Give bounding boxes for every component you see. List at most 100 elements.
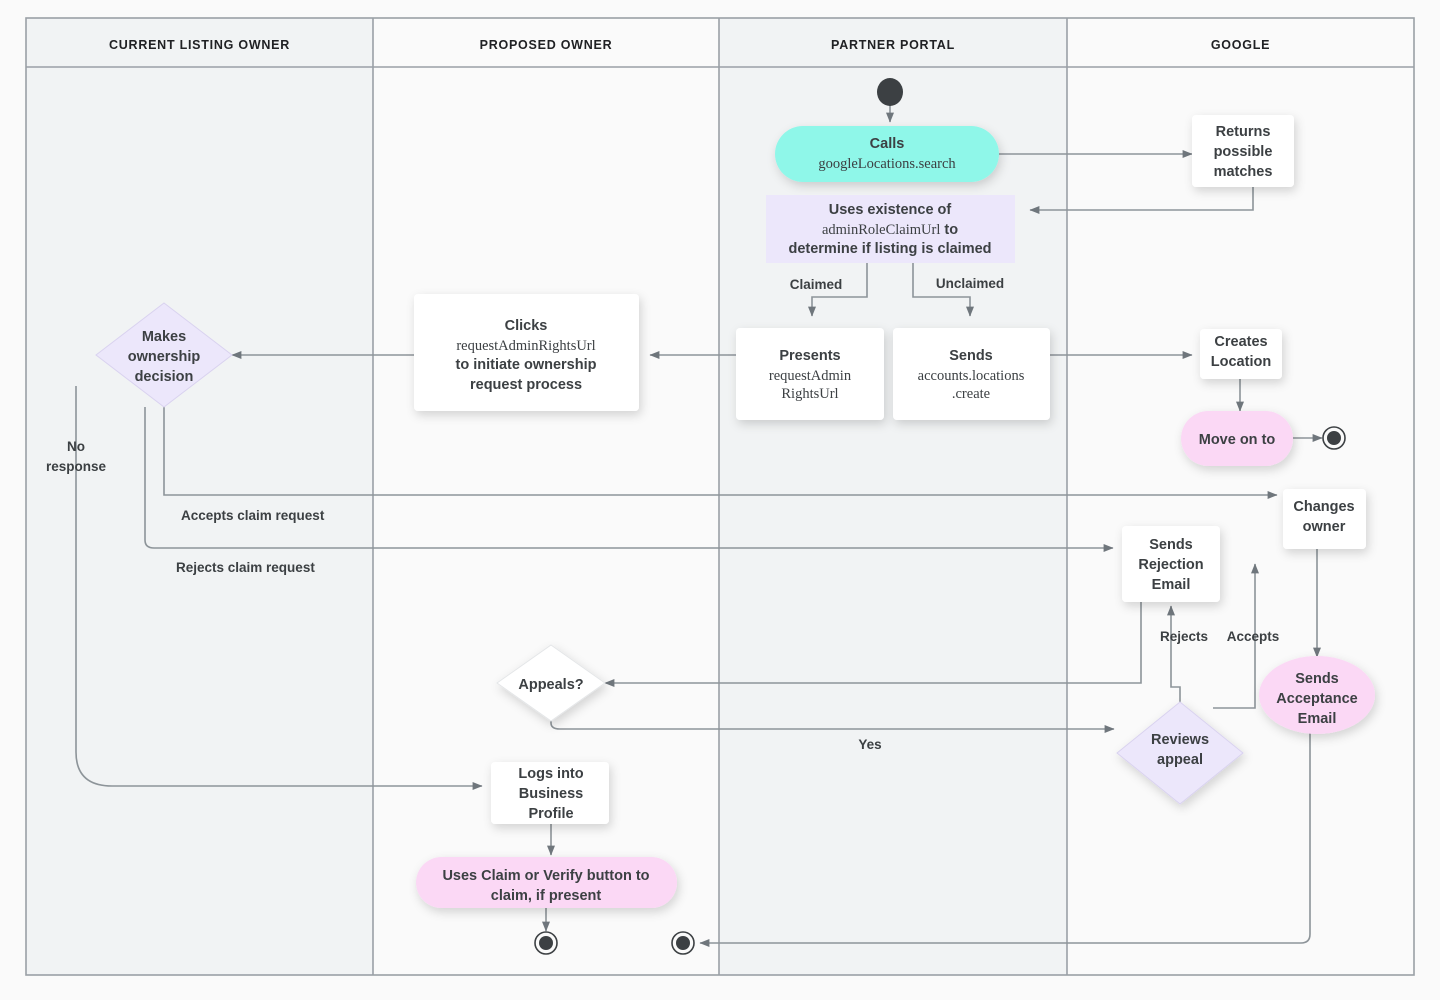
lane-title-current-listing-owner: CURRENT LISTING OWNER [109,38,290,52]
presents-url-label-3: RightsUrl [781,386,838,402]
node-clicks-request[interactable] [414,294,639,411]
lane-body-current-listing-owner [26,18,373,975]
edge-label-no-response-1: No [67,439,85,454]
sends-create-label-2: accounts.locations [918,368,1025,384]
node-appeals[interactable] [496,644,606,722]
returns-matches-label-2: possible [1214,144,1273,160]
edge-label-accepts-claim: Accepts claim request [181,508,325,523]
clicks-request-label-1: Clicks [505,318,548,334]
edge-labels: Claimed Unclaimed No response Accepts cl… [46,276,1279,752]
end-partner-dot [676,936,690,950]
clicks-request-label-3: to initiate ownership [456,357,597,373]
makes-decision-shape [95,302,233,408]
sends-rejection-label-3: Email [1152,577,1191,593]
presents-url-label-1: Presents [779,348,840,364]
logs-into-bp-label-3: Profile [528,806,573,822]
edge-label-rejects: Rejects [1160,629,1208,644]
calls-search-shape [775,126,999,182]
node-move-on-to[interactable] [1181,411,1293,466]
end-google-ring [1322,426,1346,450]
reviews-appeal-label-1: Reviews [1151,732,1209,748]
lane-headers: CURRENT LISTING OWNER PROPOSED OWNER PAR… [26,18,1414,67]
sends-rejection-label-1: Sends [1149,537,1193,553]
move-on-to-label: Move on to [1199,432,1276,448]
edge-reviews-accepts [1213,563,1259,709]
node-uses-existence[interactable] [766,195,1015,263]
lane-body-proposed-owner [373,18,719,975]
logs-into-bp-label-2: Business [519,786,583,802]
sends-acceptance-label-2: Acceptance [1276,691,1357,707]
sends-acceptance-shape [1259,656,1375,734]
changes-owner-label-2: owner [1303,519,1346,535]
uses-existence-label-1: Uses existence of [829,202,952,218]
node-sends-create[interactable] [893,328,1050,420]
node-start-terminal [877,78,903,106]
appeals-shape [496,644,606,722]
changes-owner-label-1: Changes [1293,499,1354,515]
move-on-to-shape [1181,411,1293,466]
sends-create-shape [893,328,1050,420]
node-reviews-appeal[interactable] [1116,701,1244,805]
node-sends-acceptance[interactable] [1259,656,1375,734]
node-creates-location[interactable] [1200,329,1282,379]
returns-matches-label-1: Returns [1216,124,1271,140]
node-presents-url[interactable] [736,328,884,420]
node-end-proposed [534,931,558,955]
sends-acceptance-label-1: Sends [1295,671,1339,687]
returns-matches-label-3: matches [1214,164,1273,180]
calls-search-label-1: Calls [870,136,905,152]
edge-label-rejects-claim: Rejects claim request [176,560,315,575]
calls-search-label-2: googleLocations.search [818,156,956,172]
sends-create-label-3: .create [952,386,990,402]
uses-claim-verify-label-2: claim, if present [491,888,602,904]
edge-decision-accepts [163,407,1278,499]
edge-decision-rejects [144,407,1114,552]
clicks-request-label-2: requestAdminRightsUrl [456,338,595,354]
reviews-appeal-label-2: appeal [1157,752,1203,768]
start-terminal-icon [877,78,903,106]
creates-location-label-2: Location [1211,354,1271,370]
node-end-partner [671,931,695,955]
edge-decision-no-response [75,386,483,790]
end-google-dot [1327,431,1341,445]
lane-header-current-listing-owner [26,18,373,67]
clicks-request-shape [414,294,639,411]
sends-rejection-shape [1122,526,1220,602]
edges [75,105,1323,947]
sends-rejection-label-2: Rejection [1138,557,1203,573]
changes-owner-shape [1283,489,1366,549]
edge-label-accepts: Accepts [1227,629,1280,644]
lane-title-google: GOOGLE [1211,38,1270,52]
clicks-request-label-4: request process [470,377,582,393]
node-calls-search[interactable] [775,126,999,182]
edge-uses-to-sends [912,263,974,317]
logs-into-bp-label-1: Logs into [518,766,583,782]
end-proposed-dot [539,936,553,950]
edge-appeals-yes [550,715,1115,733]
makes-decision-label-2: ownership [128,349,201,365]
uses-claim-verify-label-1: Uses Claim or Verify button to [442,868,649,884]
edge-label-yes: Yes [858,737,881,752]
node-returns-matches[interactable] [1192,115,1294,187]
node-sends-rejection[interactable] [1122,526,1220,602]
uses-existence-shape [766,195,1015,263]
uses-claim-verify-shape [416,857,677,908]
edge-rejection-to-appeals [604,602,1142,687]
appeals-label: Appeals? [518,677,583,693]
lane-grid [25,17,1415,976]
node-logs-into-bp[interactable] [491,762,609,824]
node-uses-claim-verify[interactable] [416,857,677,908]
edge-returns-to-uses [1029,185,1254,214]
edge-label-claimed: Claimed [790,277,843,292]
node-makes-decision[interactable] [95,302,233,408]
node-changes-owner[interactable] [1283,489,1366,549]
edge-label-no-response-2: response [46,459,107,474]
creates-location-shape [1200,329,1282,379]
lane-title-proposed-owner: PROPOSED OWNER [480,38,613,52]
makes-decision-label-3: decision [135,369,194,385]
sends-acceptance-label-3: Email [1298,711,1337,727]
lane-header-google [1067,18,1414,67]
